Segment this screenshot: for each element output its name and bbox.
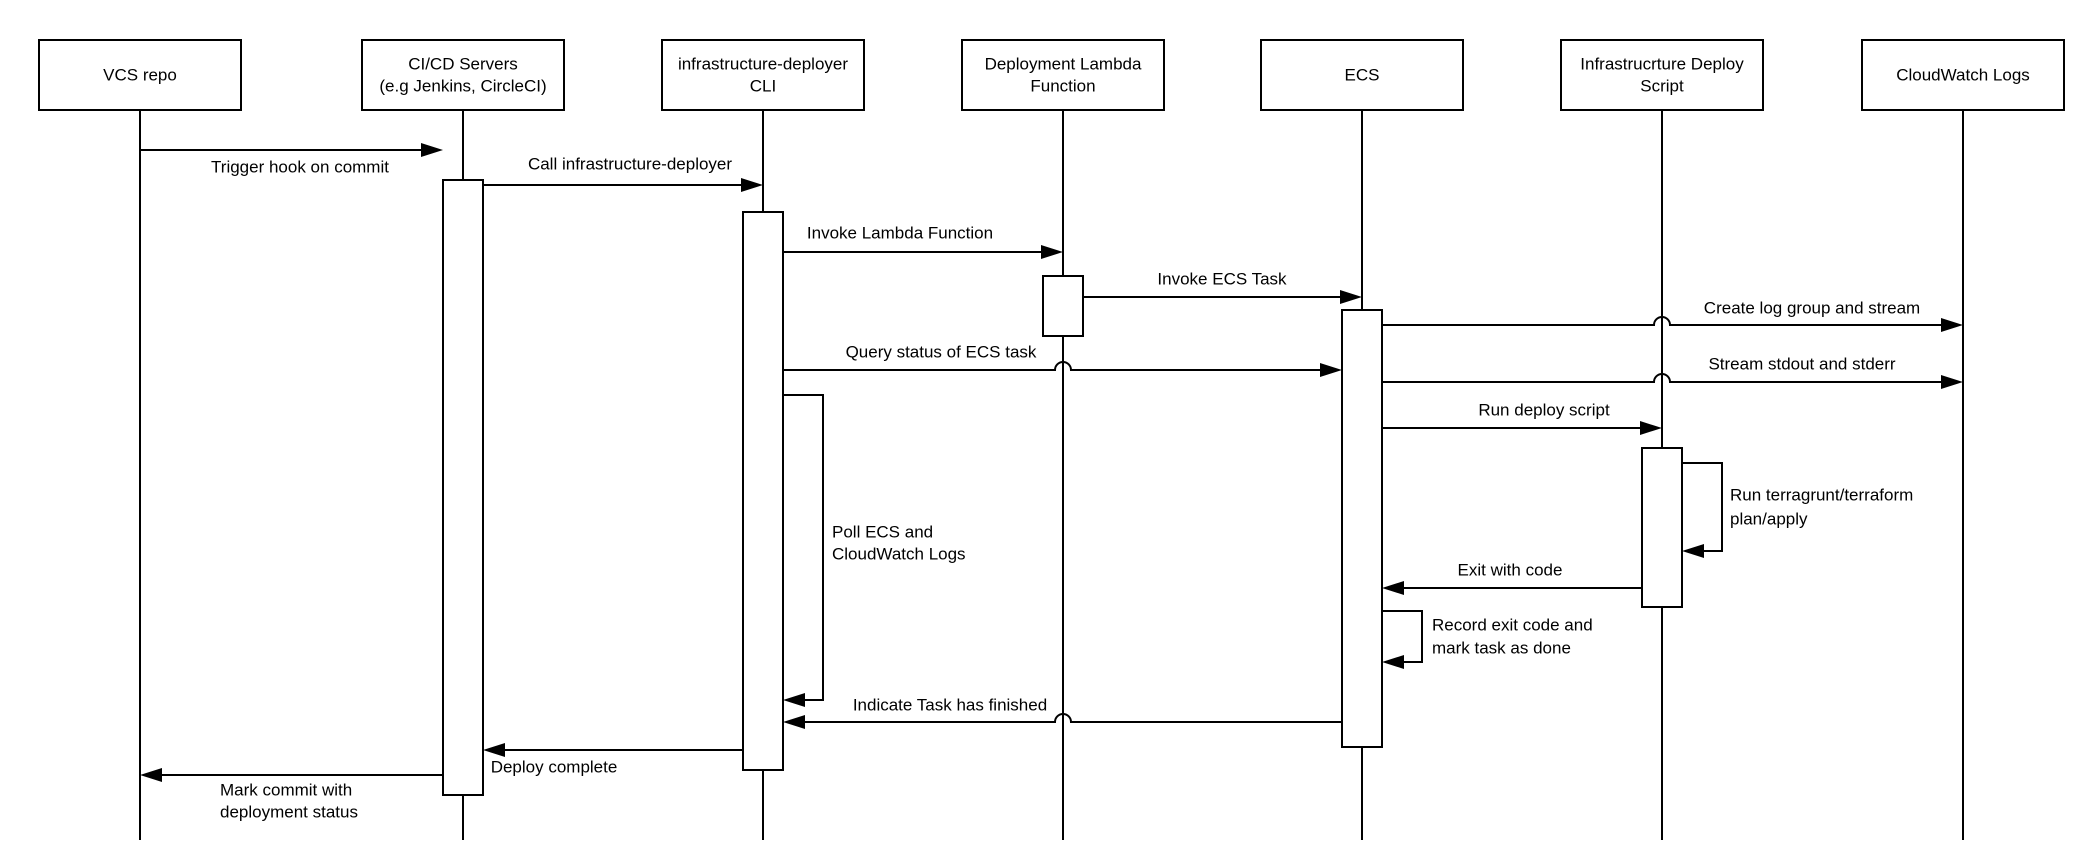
- arrowhead-query-status: [1320, 363, 1342, 377]
- message-label-run-deploy: Run deploy script: [1478, 401, 1610, 420]
- arrowhead-stream-stdout: [1941, 375, 1963, 389]
- actor-label-cli: CLI: [750, 77, 776, 96]
- actor-label-cicd: CI/CD Servers: [408, 55, 518, 74]
- message-label-invoke-ecs-task: Invoke ECS Task: [1157, 270, 1287, 289]
- self-loop-label-poll-loop: CloudWatch Logs: [832, 545, 966, 564]
- ecs-activation: [1341, 309, 1383, 748]
- message-label-exit-code: Exit with code: [1458, 561, 1563, 580]
- actor-label-script: Infrastrucrture Deploy: [1580, 55, 1744, 74]
- actor-label-cw: CloudWatch Logs: [1896, 66, 2030, 85]
- arrowhead-create-log: [1941, 318, 1963, 332]
- actor-label-cli: infrastructure-deployer: [678, 55, 848, 74]
- arrowhead-poll-loop: [783, 693, 805, 707]
- self-loop-label-terragrunt-loop: Run terragrunt/terraform: [1730, 486, 1913, 505]
- arrowhead-deploy-complete: [483, 743, 505, 757]
- arrowhead-record-loop: [1382, 655, 1404, 669]
- actor-label-script: Script: [1640, 77, 1684, 96]
- actor-label-ecs: ECS: [1345, 66, 1380, 85]
- message-arrow-stream-stdout: [1382, 373, 1943, 383]
- message-label-indicate-done: Indicate Task has finished: [853, 696, 1047, 715]
- actor-label-lambda: Function: [1030, 77, 1095, 96]
- message-label-trigger-hook: Trigger hook on commit: [211, 158, 389, 177]
- message-arrow-indicate-done: [803, 713, 1342, 723]
- message-label-stream-stdout: Stream stdout and stderr: [1708, 355, 1895, 374]
- actor-label-vcs: VCS repo: [103, 66, 177, 85]
- arrowhead-trigger-hook: [421, 143, 443, 157]
- cli-activation: [742, 211, 784, 771]
- script-activation: [1641, 447, 1683, 608]
- self-loop-label-record-loop: Record exit code and: [1432, 616, 1593, 635]
- actor-box-script: [1560, 39, 1764, 111]
- lambda-activation: [1042, 275, 1084, 337]
- arrowhead-indicate-done: [783, 715, 805, 729]
- actor-box-cli: [661, 39, 865, 111]
- arrowhead-exit-code: [1382, 581, 1404, 595]
- message-arrow-create-log: [1382, 316, 1943, 326]
- cicd-activation: [442, 179, 484, 796]
- self-loop-poll-loop: [783, 394, 824, 701]
- actor-box-cw: [1861, 39, 2065, 111]
- actor-box-ecs: [1260, 39, 1464, 111]
- message-arrow-query-status: [783, 361, 1322, 371]
- self-loop-label-record-loop: mark task as done: [1432, 639, 1571, 658]
- arrowhead-invoke-ecs-task: [1340, 290, 1362, 304]
- actor-box-cicd: [361, 39, 565, 111]
- message-label-query-status: Query status of ECS task: [846, 343, 1037, 362]
- actor-label-lambda: Deployment Lambda: [985, 55, 1142, 74]
- self-loop-terragrunt-loop: [1682, 462, 1723, 552]
- message-label-invoke-lambda: Invoke Lambda Function: [807, 224, 993, 243]
- message-label-create-log: Create log group and stream: [1704, 299, 1920, 318]
- arrowhead-run-deploy: [1640, 421, 1662, 435]
- actor-label-cicd: (e.g Jenkins, CircleCI): [379, 77, 546, 96]
- actor-box-lambda: [961, 39, 1165, 111]
- arrowhead-terragrunt-loop: [1682, 544, 1704, 558]
- arrowhead-call-deployer: [741, 178, 763, 192]
- arrowhead-invoke-lambda: [1041, 245, 1063, 259]
- arrowhead-mark-commit: [140, 768, 162, 782]
- self-loop-record-loop: [1382, 610, 1423, 663]
- message-label-deploy-complete: Deploy complete: [491, 758, 618, 777]
- self-loop-label-terragrunt-loop: plan/apply: [1730, 510, 1808, 529]
- message-label-call-deployer: Call infrastructure-deployer: [528, 155, 732, 174]
- actor-box-vcs: [38, 39, 242, 111]
- self-loop-label-poll-loop: Poll ECS and: [832, 523, 933, 542]
- message-label-mark-commit: deployment status: [220, 803, 358, 822]
- message-label-mark-commit: Mark commit with: [220, 781, 352, 800]
